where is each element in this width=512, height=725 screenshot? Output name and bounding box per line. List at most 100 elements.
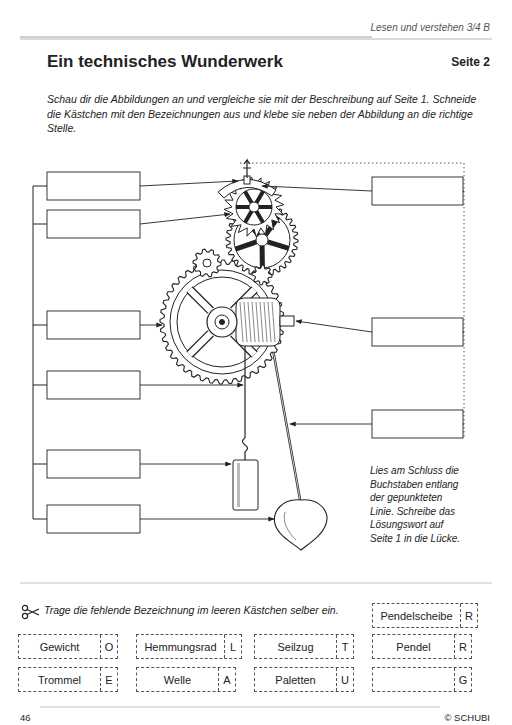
- part-name: Pendelscheibe: [373, 604, 460, 627]
- part-name: Seilzug: [255, 635, 336, 658]
- leader-arrow: [140, 181, 238, 186]
- rope-winding: [268, 302, 271, 342]
- leader-arrow: [140, 325, 162, 326]
- cutout-tile: WelleA: [136, 667, 236, 692]
- part-name: Hemmungsrad: [137, 635, 224, 658]
- answer-box: [47, 210, 140, 238]
- leader-arrow: [296, 321, 372, 332]
- rope-winding: [252, 302, 255, 342]
- wheel-spoke-inner: [189, 333, 210, 354]
- answer-box: [47, 450, 140, 478]
- leader-arrow: [140, 464, 231, 465]
- leader-arrow: [262, 186, 372, 191]
- weight-shade: [237, 463, 240, 507]
- wheel-spoke: [245, 191, 252, 203]
- page-title: Ein technisches Wunderwerk: [47, 52, 283, 72]
- rope-winding: [244, 302, 247, 342]
- cutout-tile: PalettenU: [254, 667, 354, 692]
- note: Lies am Schluss die Buchstaben entlang d…: [370, 464, 468, 545]
- rope-winding: [260, 302, 263, 342]
- spindle: [243, 160, 251, 178]
- hub: [249, 202, 259, 212]
- axle: [220, 320, 225, 325]
- part-name: Gewicht: [19, 635, 100, 658]
- hub: [207, 307, 237, 337]
- solution-letter: L: [224, 635, 241, 658]
- rope-winding: [272, 302, 275, 342]
- header-rule: [20, 39, 492, 40]
- page-label: Seite 2: [400, 55, 490, 69]
- bracket-tick: [33, 224, 47, 225]
- answer-box: [372, 177, 463, 205]
- leader-arrow: [290, 424, 372, 425]
- cutout-tile: PendelR: [372, 634, 472, 659]
- solution-letter: U: [336, 668, 353, 691]
- drum-wheel: [160, 260, 284, 384]
- scissors-icon: [22, 605, 39, 618]
- solution-letter: R: [460, 604, 477, 627]
- solution-letter: A: [218, 668, 235, 691]
- solution-letter: E: [100, 668, 117, 691]
- cutout-tile: TrommelE: [18, 667, 118, 692]
- wheel-spoke: [245, 210, 252, 222]
- part-name: Paletten: [255, 668, 336, 691]
- bracket-tick: [33, 519, 47, 520]
- hub: [215, 315, 229, 329]
- weight: [233, 460, 258, 510]
- cutout-tile: GewichtO: [18, 634, 118, 659]
- wheel-rim: [177, 277, 267, 367]
- blank-field: [373, 668, 454, 691]
- part-name: Trommel: [19, 668, 100, 691]
- copyright: © SCHUBI: [400, 712, 490, 723]
- instruction: Schau dir die Abbildungen an und verglei…: [47, 92, 487, 136]
- wheel-spoke: [189, 333, 210, 354]
- bob-shade: [284, 512, 296, 540]
- hook: [243, 438, 248, 460]
- answer-box: [47, 172, 140, 200]
- answer-box: [47, 311, 140, 339]
- bracket-tick: [33, 385, 47, 386]
- solution-letter: O: [100, 635, 117, 658]
- hub: [256, 234, 268, 246]
- wheel-spoke: [256, 210, 263, 222]
- rope-winding: [248, 302, 251, 342]
- gear-spoke: [268, 242, 289, 249]
- cutout-tile: PendelscheibeR: [372, 603, 478, 628]
- cutout-tile: G: [372, 667, 472, 692]
- answer-box: [372, 410, 463, 438]
- bracket-tick: [33, 325, 47, 326]
- shaft: [280, 316, 294, 326]
- hub: [203, 259, 211, 267]
- bracket-tick: [33, 186, 47, 187]
- solution-letter: R: [454, 635, 471, 658]
- wheel-spoke: [258, 205, 272, 209]
- cutout-tile: SeilzugT: [254, 634, 354, 659]
- rope-winding: [264, 302, 267, 342]
- answer-box: [47, 371, 140, 399]
- wheel-spoke: [189, 289, 210, 310]
- bracket-line: [33, 186, 34, 519]
- leader-arrow: [140, 385, 243, 386]
- part-name: Welle: [137, 668, 218, 691]
- header-rule: [20, 37, 372, 38]
- wheel-rim: [236, 189, 272, 225]
- pinion: [252, 265, 272, 285]
- pendulum-bob: [274, 500, 326, 550]
- instruction: Trage die fehlende Bezeichnung im leeren…: [44, 604, 364, 617]
- leader-arrow: [140, 519, 274, 520]
- cutout-tile: HemmungsradL: [136, 634, 242, 659]
- rope-winding: [240, 302, 243, 342]
- solution-letter: T: [336, 635, 353, 658]
- drum: [236, 298, 280, 346]
- leader-arrow: [140, 214, 230, 224]
- gear-spoke: [235, 242, 256, 249]
- wheel-spoke: [256, 191, 263, 203]
- clock-mechanism: [160, 160, 327, 550]
- answer-box: [372, 318, 463, 346]
- wheel-spoke-inner: [189, 289, 210, 310]
- footer-rule: [40, 707, 440, 708]
- wheel-spoke: [236, 205, 250, 209]
- section-rule: [20, 583, 492, 584]
- rope-winding: [256, 302, 259, 342]
- bracket-tick: [33, 464, 47, 465]
